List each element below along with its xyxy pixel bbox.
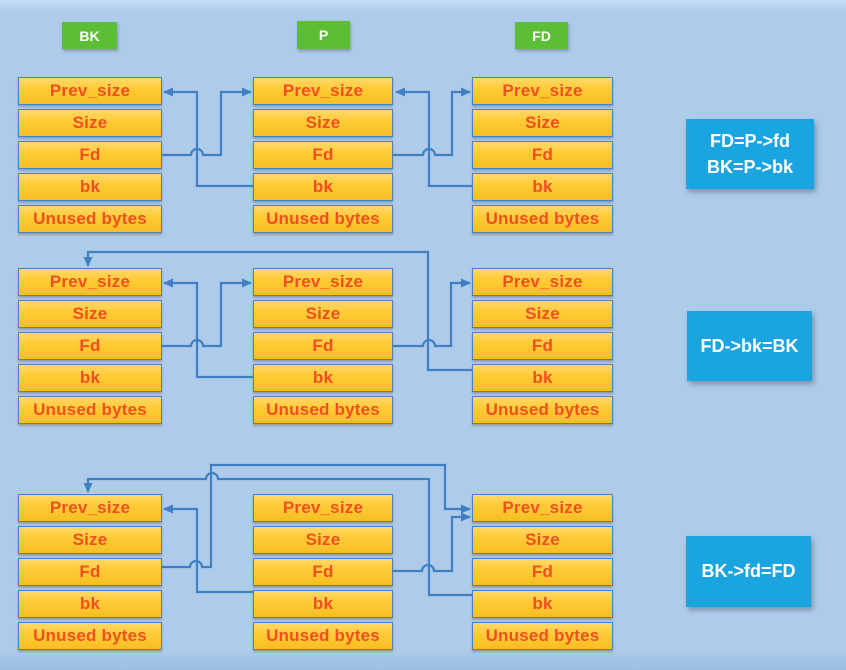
cell-size: Size xyxy=(253,300,393,328)
chunk-fd-row3: Prev_size Size Fd bk Unused bytes xyxy=(472,494,613,650)
cell-unused-bytes: Unused bytes xyxy=(253,622,393,650)
cell-size: Size xyxy=(18,300,162,328)
arrow-r1-p-fd-to-fd xyxy=(393,87,471,157)
cell-size: Size xyxy=(253,109,393,137)
cell-prev-size: Prev_size xyxy=(472,268,613,296)
note-step2-line1: FD->bk=BK xyxy=(700,335,799,356)
column-label-bk: BK xyxy=(62,22,117,49)
cell-size: Size xyxy=(253,526,393,554)
cell-unused-bytes: Unused bytes xyxy=(18,622,162,650)
cell-prev-size: Prev_size xyxy=(18,77,162,105)
note-step1-line2: BK=P->bk xyxy=(706,157,794,177)
cell-fd: Fd xyxy=(472,332,613,360)
cell-size: Size xyxy=(472,300,613,328)
arrow-r3-p-fd-to-fd xyxy=(393,512,471,573)
chunk-bk-row2: Prev_size Size Fd bk Unused bytes xyxy=(18,268,162,424)
cell-fd: Fd xyxy=(253,141,393,169)
note-step3-line1: BK->fd=FD xyxy=(701,561,796,582)
cell-bk: bk xyxy=(472,590,613,618)
cell-bk: bk xyxy=(18,364,162,392)
arrow-r2-bk-fd-to-p xyxy=(162,278,252,348)
note-step1-line1: FD=P->fd xyxy=(709,130,790,151)
cell-bk: bk xyxy=(253,364,393,392)
cell-fd: Fd xyxy=(253,332,393,360)
cell-fd: Fd xyxy=(472,558,613,586)
cell-prev-size: Prev_size xyxy=(472,77,613,105)
cell-bk: bk xyxy=(472,173,613,201)
cell-size: Size xyxy=(18,109,162,137)
column-label-fd: FD xyxy=(515,22,568,49)
arrow-r1-p-bk-to-bk xyxy=(163,87,253,188)
cell-fd: Fd xyxy=(18,332,162,360)
chunk-p-row1: Prev_size Size Fd bk Unused bytes xyxy=(253,77,393,233)
arrow-r2-p-fd-to-fd xyxy=(393,278,471,348)
chunk-fd-row2: Prev_size Size Fd bk Unused bytes xyxy=(472,268,613,424)
chunk-p-row3: Prev_size Size Fd bk Unused bytes xyxy=(253,494,393,650)
cell-unused-bytes: Unused bytes xyxy=(472,622,613,650)
cell-prev-size: Prev_size xyxy=(18,268,162,296)
cell-bk: bk xyxy=(18,590,162,618)
cell-unused-bytes: Unused bytes xyxy=(253,396,393,424)
cell-unused-bytes: Unused bytes xyxy=(472,205,613,233)
cell-prev-size: Prev_size xyxy=(253,494,393,522)
cell-bk: bk xyxy=(18,173,162,201)
chunk-p-row2: Prev_size Size Fd bk Unused bytes xyxy=(253,268,393,424)
arrow-r3-p-bk-to-bk xyxy=(163,504,253,594)
cell-prev-size: Prev_size xyxy=(18,494,162,522)
arrow-r2-p-bk-to-bk xyxy=(163,278,253,379)
cell-unused-bytes: Unused bytes xyxy=(472,396,613,424)
cell-fd: Fd xyxy=(18,558,162,586)
cell-fd: Fd xyxy=(18,141,162,169)
cell-size: Size xyxy=(472,526,613,554)
arrow-r1-bk-fd-to-p xyxy=(162,87,252,157)
cell-bk: bk xyxy=(253,590,393,618)
cell-unused-bytes: Unused bytes xyxy=(18,396,162,424)
cell-prev-size: Prev_size xyxy=(253,268,393,296)
cell-bk: bk xyxy=(472,364,613,392)
cell-fd: Fd xyxy=(253,558,393,586)
chunk-bk-row3: Prev_size Size Fd bk Unused bytes xyxy=(18,494,162,650)
arrow-r1-fd-bk-to-p xyxy=(395,87,472,188)
cell-prev-size: Prev_size xyxy=(253,77,393,105)
cell-fd: Fd xyxy=(472,141,613,169)
cell-unused-bytes: Unused bytes xyxy=(18,205,162,233)
note-step3: BK->fd=FD xyxy=(686,536,811,607)
column-label-p: P xyxy=(297,21,350,49)
cell-bk: bk xyxy=(253,173,393,201)
cell-size: Size xyxy=(472,109,613,137)
chunk-fd-row1: Prev_size Size Fd bk Unused bytes xyxy=(472,77,613,233)
note-step1: FD=P->fd BK=P->bk xyxy=(686,119,814,189)
cell-prev-size: Prev_size xyxy=(472,494,613,522)
cell-size: Size xyxy=(18,526,162,554)
chunk-bk-row1: Prev_size Size Fd bk Unused bytes xyxy=(18,77,162,233)
note-step2: FD->bk=BK xyxy=(687,311,812,381)
cell-unused-bytes: Unused bytes xyxy=(253,205,393,233)
